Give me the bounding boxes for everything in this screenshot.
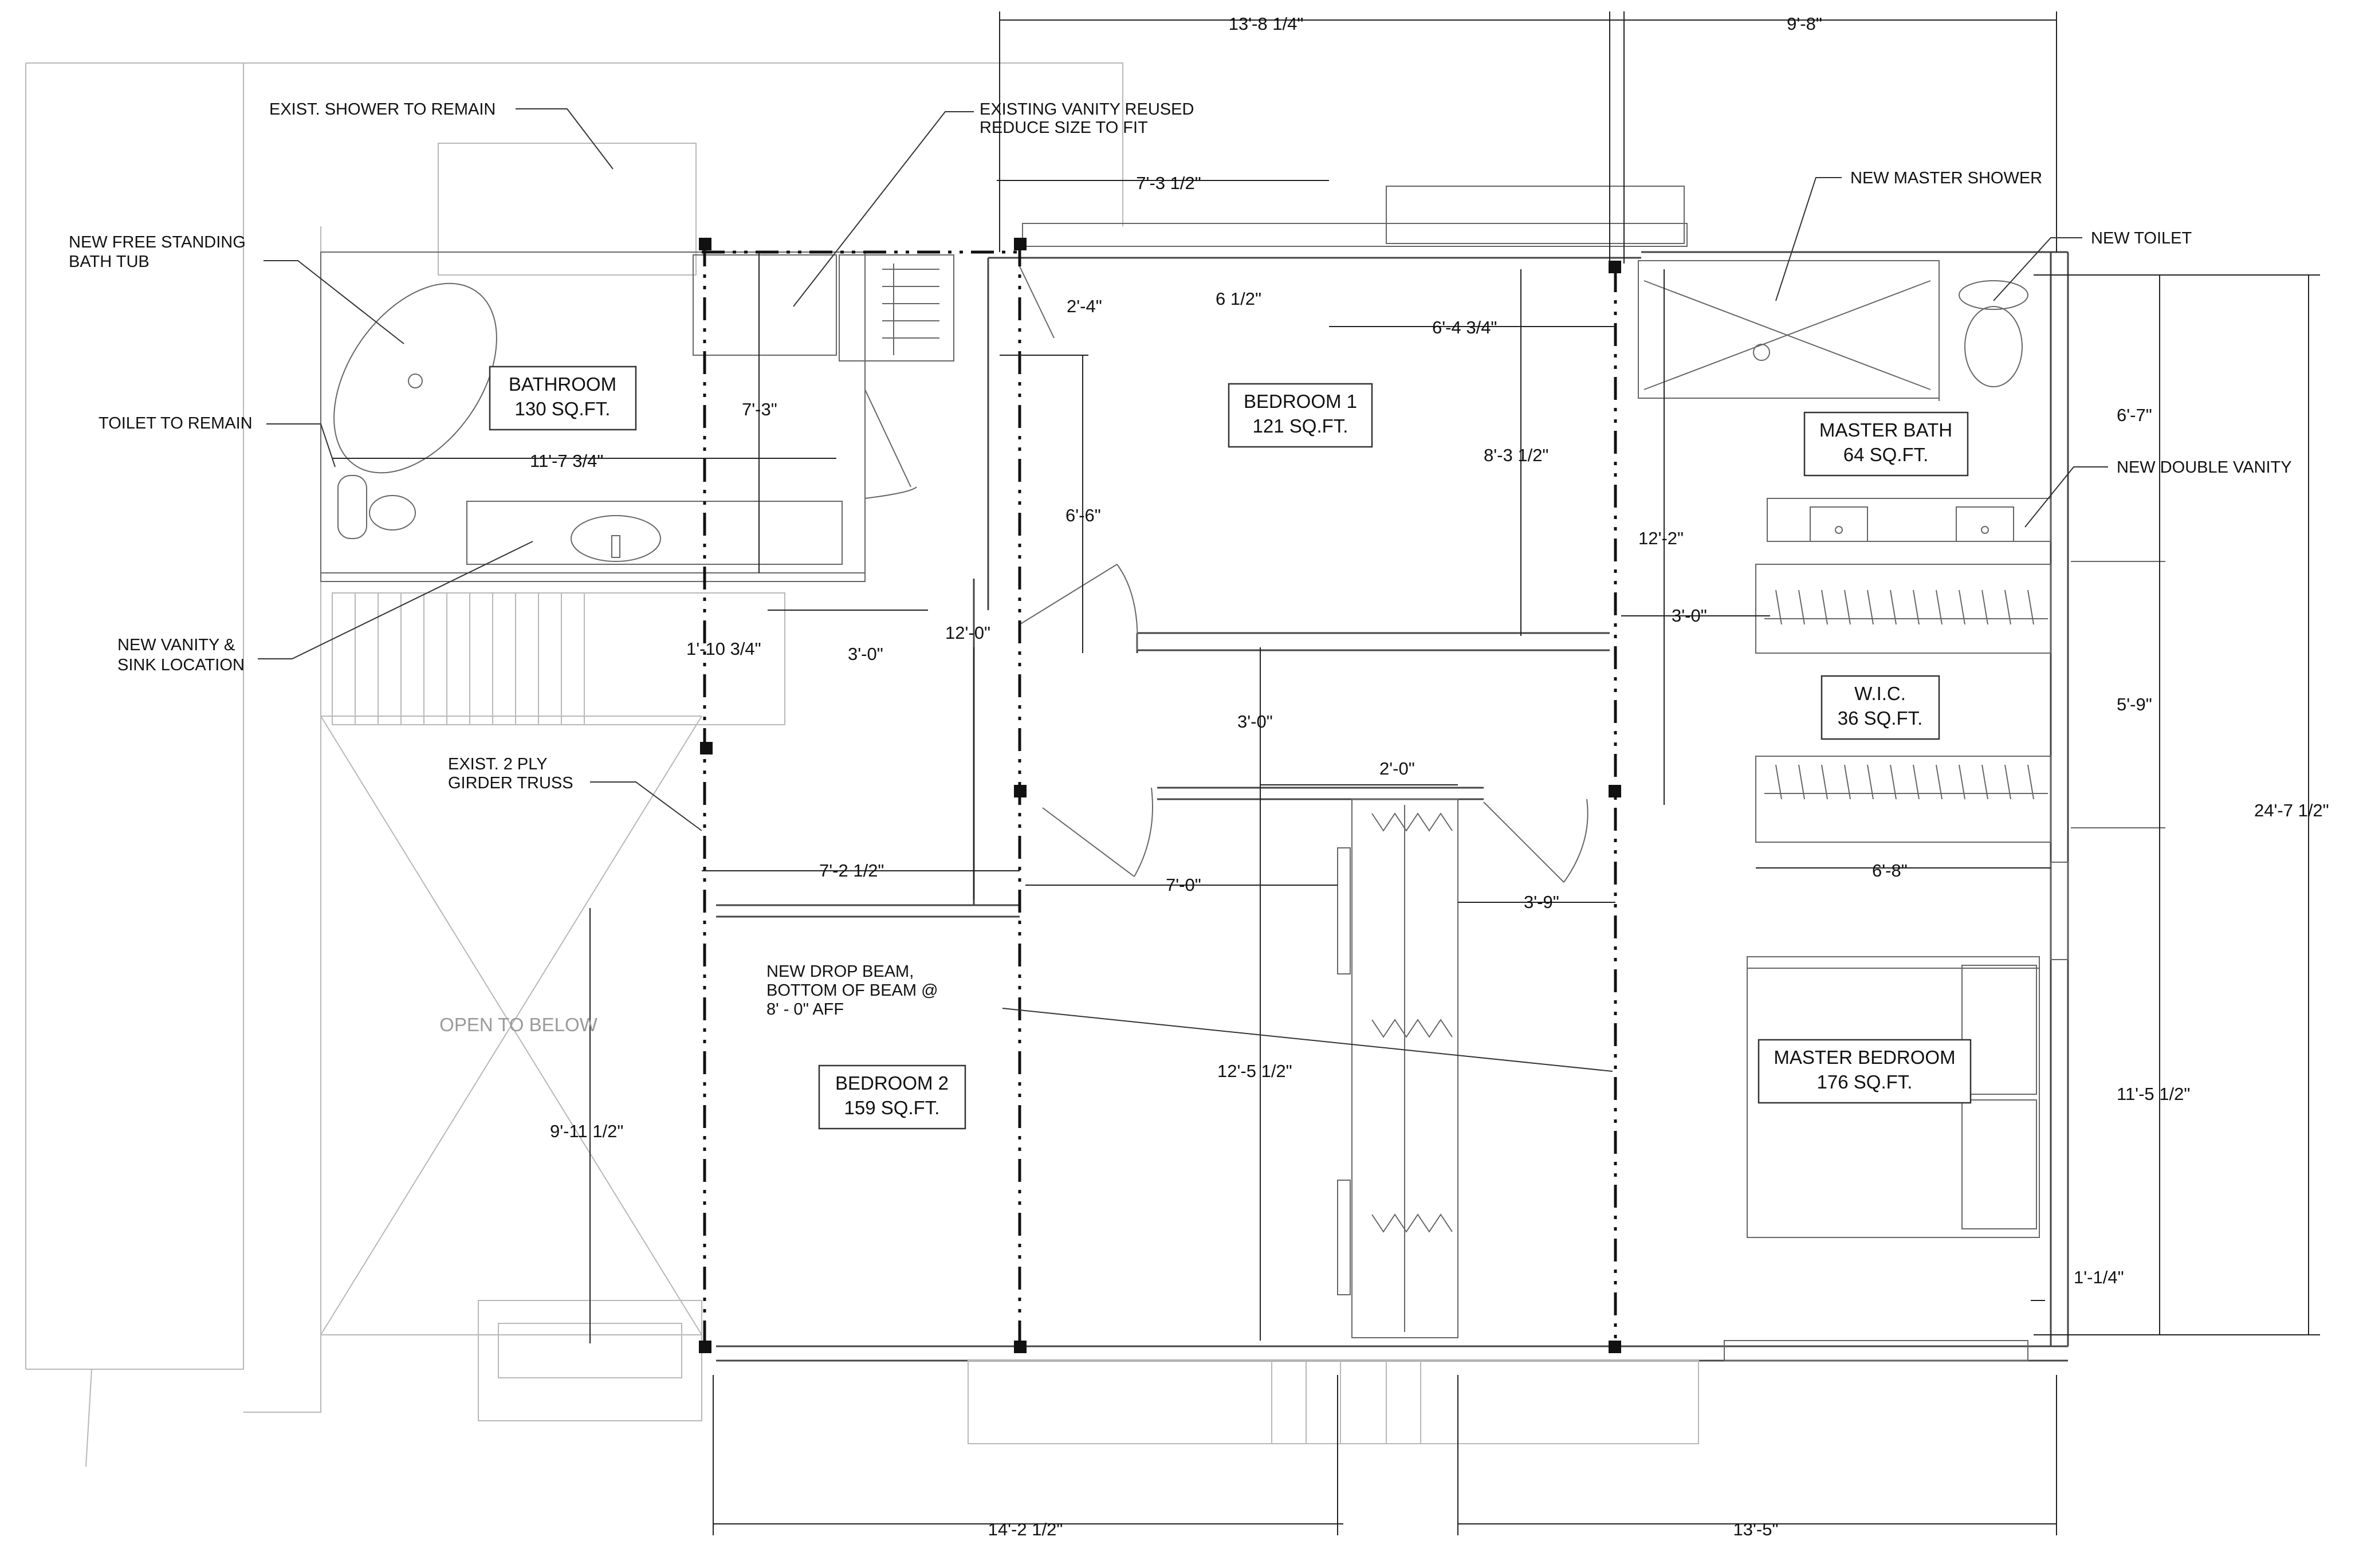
new-toilet bbox=[1959, 280, 2028, 387]
dim-11-5-half: 11'-5 1/2" bbox=[2117, 1084, 2190, 1104]
dim-6-half: 6 1/2" bbox=[1216, 289, 1261, 309]
svg-text:176 SQ.FT.: 176 SQ.FT. bbox=[1817, 1071, 1913, 1093]
open-to-below-label: OPEN TO BELOW bbox=[439, 1014, 598, 1035]
leader-lines bbox=[258, 108, 2108, 1072]
svg-text:BEDROOM 2: BEDROOM 2 bbox=[835, 1072, 949, 1094]
bedroom2-door bbox=[1042, 787, 1153, 877]
svg-text:36 SQ.FT.: 36 SQ.FT. bbox=[1838, 708, 1923, 729]
dim-3-9: 3'-9" bbox=[1524, 892, 1559, 912]
existing-toilet bbox=[337, 475, 416, 539]
svg-text:MASTER BATH: MASTER BATH bbox=[1819, 419, 1952, 441]
svg-text:MASTER BEDROOM: MASTER BEDROOM bbox=[1774, 1047, 1955, 1068]
dim-7-3: 7'-3" bbox=[742, 399, 777, 419]
closet-shelving bbox=[839, 254, 954, 361]
dim-9-11-half: 9'-11 1/2" bbox=[550, 1121, 623, 1141]
svg-text:121 SQ.FT.: 121 SQ.FT. bbox=[1253, 415, 1348, 437]
dim-3-0-a: 3'-0" bbox=[848, 644, 883, 664]
note-drop-beam-1: NEW DROP BEAM, bbox=[766, 962, 914, 981]
bathroom-door bbox=[864, 389, 917, 499]
drop-beams bbox=[702, 243, 1617, 1346]
master-bed bbox=[1747, 956, 2040, 1238]
dim-bottom-2: 13'-5" bbox=[1733, 1519, 1779, 1539]
dim-2-4: 2'-4" bbox=[1067, 296, 1102, 316]
note-new-vanity-2: SINK LOCATION bbox=[117, 656, 245, 674]
room-label-wic: W.I.C. 36 SQ.FT. bbox=[1821, 675, 1940, 740]
dim-bottom-1: 14'-2 1/2" bbox=[988, 1519, 1063, 1539]
svg-text:W.I.C.: W.I.C. bbox=[1854, 683, 1906, 704]
double-vanity-sinks bbox=[1810, 506, 2014, 542]
note-new-toilet: NEW TOILET bbox=[2091, 229, 2192, 247]
hall-wardrobe bbox=[1337, 799, 1458, 1338]
dim-7-0: 7'-0" bbox=[1166, 875, 1201, 895]
note-drop-beam-3: 8' - 0" AFF bbox=[766, 1000, 844, 1019]
svg-text:BATHROOM: BATHROOM bbox=[509, 374, 616, 395]
room-label-bedroom1: BEDROOM 1 121 SQ.FT. bbox=[1228, 383, 1373, 448]
master-bath-walls bbox=[1638, 260, 2051, 542]
note-toilet-remain: TOILET TO REMAIN bbox=[99, 414, 253, 433]
dim-3-0-b: 3'-0" bbox=[1672, 606, 1707, 626]
dim-12-0: 12'-0" bbox=[945, 623, 990, 643]
dim-6-4-34: 6'-4 3/4" bbox=[1432, 317, 1497, 337]
note-new-vanity-1: NEW VANITY & bbox=[117, 636, 235, 654]
note-tub-2: BATH TUB bbox=[69, 253, 150, 271]
svg-text:159 SQ.FT.: 159 SQ.FT. bbox=[844, 1097, 940, 1118]
dim-3-0-c: 3'-0" bbox=[1237, 712, 1273, 732]
room-label-bathroom: BATHROOM 130 SQ.FT. bbox=[489, 366, 637, 431]
note-tub-1: NEW FREE STANDING bbox=[69, 233, 246, 251]
note-master-shower: NEW MASTER SHOWER bbox=[1850, 169, 2042, 187]
master-window bbox=[2050, 862, 2069, 960]
room-label-bedroom2: BEDROOM 2 159 SQ.FT. bbox=[818, 1064, 966, 1130]
dim-6-8: 6'-8" bbox=[1872, 860, 1908, 881]
svg-text:BEDROOM 1: BEDROOM 1 bbox=[1244, 391, 1357, 412]
dim-11-7-34: 11'-7 3/4" bbox=[530, 451, 603, 471]
dim-8-3-half: 8'-3 1/2" bbox=[1484, 445, 1548, 465]
note-double-vanity: NEW DOUBLE VANITY bbox=[2117, 458, 2292, 477]
note-vanity-reused-1: EXISTING VANITY REUSED bbox=[980, 100, 1194, 119]
dim-top-1: 13'-8 1/4" bbox=[1229, 14, 1304, 34]
svg-text:130 SQ.FT.: 130 SQ.FT. bbox=[515, 398, 611, 419]
room-label-master-bedroom: MASTER BEDROOM 176 SQ.FT. bbox=[1757, 1039, 1972, 1104]
dim-7-2-half: 7'-2 1/2" bbox=[819, 860, 884, 881]
bedroom1-doors bbox=[1019, 266, 1138, 651]
dim-6-6: 6'-6" bbox=[1065, 505, 1101, 525]
dim-7-3-half: 7'-3 1/2" bbox=[1136, 173, 1201, 193]
room-label-master-bath: MASTER BATH 64 SQ.FT. bbox=[1803, 411, 1969, 477]
dimension-lines bbox=[332, 11, 2320, 1535]
exterior-walls bbox=[716, 251, 2069, 1444]
wic-shelving bbox=[1755, 561, 2165, 843]
dim-6-7: 6'-7" bbox=[2117, 405, 2152, 425]
dim-24-7-half: 24'-7 1/2" bbox=[2254, 800, 2329, 820]
master-door bbox=[1483, 799, 1589, 883]
stair bbox=[332, 592, 785, 725]
dim-1-14: 1'-1/4" bbox=[2074, 1267, 2124, 1287]
note-drop-beam-2: BOTTOM OF BEAM @ bbox=[766, 981, 938, 1000]
bathtub bbox=[333, 282, 497, 474]
dim-5-9: 5'-9" bbox=[2117, 694, 2152, 714]
note-girder-1: EXIST. 2 PLY bbox=[448, 755, 548, 773]
bathroom-sink bbox=[571, 515, 661, 562]
note-girder-2: GIRDER TRUSS bbox=[448, 774, 573, 792]
note-vanity-reused-2: REDUCE SIZE TO FIT bbox=[980, 119, 1148, 137]
dim-top-2: 9'-8" bbox=[1787, 14, 1822, 34]
dim-2-0: 2'-0" bbox=[1379, 759, 1415, 779]
dim-12-5-half: 12'-5 1/2" bbox=[1217, 1061, 1292, 1081]
dim-1-10-34: 1'-10 3/4" bbox=[686, 639, 761, 659]
bathroom-walls bbox=[320, 143, 866, 582]
bedroom1-walls bbox=[987, 186, 1688, 653]
note-shower-remain: EXIST. SHOWER TO REMAIN bbox=[269, 100, 496, 119]
dim-12-2: 12'-2" bbox=[1638, 528, 1684, 548]
existing-roof-outline bbox=[25, 62, 1123, 1467]
posts bbox=[699, 238, 1621, 1353]
svg-text:64 SQ.FT.: 64 SQ.FT. bbox=[1843, 444, 1929, 465]
